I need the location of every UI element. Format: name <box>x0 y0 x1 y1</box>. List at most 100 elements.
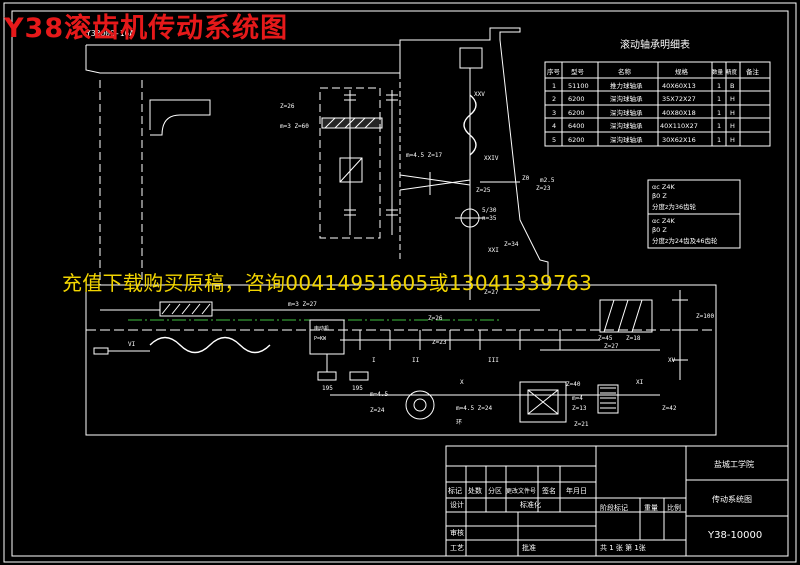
label-z42: Z=42 <box>662 405 677 412</box>
bearing-r3-c0: 4 <box>552 122 556 130</box>
bearing-header-5: 精度 <box>726 68 738 76</box>
tb-sheet: 共 1 张 第 1张 <box>600 543 646 552</box>
drawing-frame-inner <box>11 10 789 557</box>
label-code-top: Y38000-16A <box>86 29 134 38</box>
tb-drawing-name: 传动系统图 <box>712 494 752 504</box>
label-roman-xv: XV <box>668 357 676 364</box>
lower-worm-wheel <box>405 390 435 420</box>
bearing-table <box>544 61 771 147</box>
tb-row-label-5: 年月日 <box>566 486 587 495</box>
label-roman-xi: XI <box>636 379 644 386</box>
bearing-r2-c5: H <box>730 109 735 117</box>
label-xxv: XXV <box>474 91 485 98</box>
label-z27: Z=27 <box>484 289 499 296</box>
bearing-r2-c3: 40X80X18 <box>662 109 696 117</box>
label-z23: Z=23 <box>536 185 551 192</box>
bearing-r3-c1: 6400 <box>568 122 585 130</box>
label-motor-spec: P=KW <box>314 336 327 342</box>
note-1-line1: αc Z4K <box>652 183 676 191</box>
bearing-r4-c4: 1 <box>717 136 721 144</box>
bearing-r2-c4: 1 <box>717 109 721 117</box>
lower-worm-wheel-hub <box>413 398 427 412</box>
bevel-gear-lines <box>399 172 471 195</box>
gear-block-2-diag <box>339 157 363 183</box>
hob-head-box <box>459 47 483 69</box>
tb-row-label-3: 更改文件号 <box>506 487 536 495</box>
label-195-b: 195 <box>352 385 363 392</box>
bearing-header-4: 数量 <box>712 68 724 76</box>
bearing-r4-c1: 6200 <box>568 136 585 144</box>
bearing-r0-c5: B <box>730 82 734 90</box>
tb-approve: 批准 <box>522 543 536 552</box>
machine-bed <box>85 284 717 436</box>
tb-row-label-4: 签名 <box>542 486 556 495</box>
label-roman-vi: VI <box>128 341 136 348</box>
bearing-r4-c0: 5 <box>552 136 556 144</box>
tb-drawing-no: Y38-10000 <box>707 530 762 541</box>
label-spec-530: 5/30 <box>482 207 497 214</box>
title-block-grid <box>445 445 789 557</box>
tb-weight: 重量 <box>644 504 658 512</box>
motor-foot-left <box>317 371 337 381</box>
feed-gear-box <box>319 87 381 239</box>
note-box-2 <box>647 213 741 249</box>
worm-wheel-teeth <box>600 387 616 409</box>
motor-end-stub <box>93 347 109 355</box>
tb-design: 设计 <box>450 500 464 509</box>
note-2-line1: αc Z4K <box>652 217 676 225</box>
bearing-r1-c4: 1 <box>717 95 721 103</box>
bearing-header-1: 型号 <box>571 67 585 76</box>
label-z21: Z=21 <box>574 421 589 428</box>
gear-block-2 <box>339 157 363 183</box>
label-m45-z17: m=4.5 Z=17 <box>406 152 443 159</box>
bearing-r2-c2: 深沟球轴承 <box>610 108 643 117</box>
label-m45-z24: m=4.5 Z=24 <box>456 405 493 412</box>
note-1-line2: β0 Z <box>652 192 667 200</box>
change-gear-inner <box>527 389 559 415</box>
label-m4: m=4 <box>572 395 583 402</box>
bearing-r3-c4: 1 <box>717 122 721 130</box>
bearing-r4-c5: H <box>730 136 735 144</box>
tb-process: 工艺 <box>450 544 464 552</box>
note-1-line3: 分度z为36齿轮 <box>652 202 697 211</box>
label-xxiv: XXIV <box>484 155 499 162</box>
bearing-header-2: 名称 <box>618 67 632 76</box>
hook-bracket <box>149 99 211 136</box>
label-z18: Z=18 <box>626 335 641 342</box>
worm-wheel-block <box>597 384 619 414</box>
tb-scale: 比例 <box>667 503 681 512</box>
wave-cam-curve <box>149 336 271 354</box>
bearing-header-6: 备注 <box>746 67 760 76</box>
bearing-r1-c1: 6200 <box>568 95 585 103</box>
differential-box <box>599 299 653 333</box>
bearing-r4-c2: 深沟球轴承 <box>610 135 643 144</box>
bearing-r4-c3: 30X62X16 <box>662 136 696 144</box>
label-z0: Z0 <box>522 175 530 182</box>
bearing-r0-c1: 51100 <box>568 82 589 90</box>
label-z27b: Z=27 <box>604 343 619 350</box>
label-z25: Z=25 <box>476 187 491 194</box>
bearing-r3-c2: 深沟球轴承 <box>610 121 643 130</box>
motor-foot-right <box>349 371 369 381</box>
label-z45: Z=45 <box>598 335 613 342</box>
bearing-r0-c3: 40X60X13 <box>662 82 696 90</box>
right-gears <box>672 299 688 361</box>
gear-ticks-bed <box>359 330 561 350</box>
label-m25: m2.5 <box>540 177 555 184</box>
tb-row-label-0: 标记 <box>448 486 462 495</box>
differential-hatch <box>603 299 643 333</box>
bearing-r1-c0: 2 <box>552 95 556 103</box>
gear-teeth-top <box>344 94 398 101</box>
bearing-header-3: 规格 <box>675 67 689 76</box>
label-xxi: XXI <box>488 247 499 254</box>
bearing-r1-c3: 35X72X27 <box>662 95 696 103</box>
label-z34: Z=34 <box>504 241 519 248</box>
gear-pair-1 <box>321 117 383 129</box>
label-roman-iii: III <box>488 357 499 364</box>
label-z23b: Z=23 <box>432 339 447 346</box>
tb-std: 标准化 <box>520 500 541 509</box>
tb-stage: 阶段标记 <box>600 503 628 512</box>
bearing-table-title: 滚动轴承明细表 <box>620 38 690 51</box>
drawing-frame-outer <box>3 2 797 563</box>
